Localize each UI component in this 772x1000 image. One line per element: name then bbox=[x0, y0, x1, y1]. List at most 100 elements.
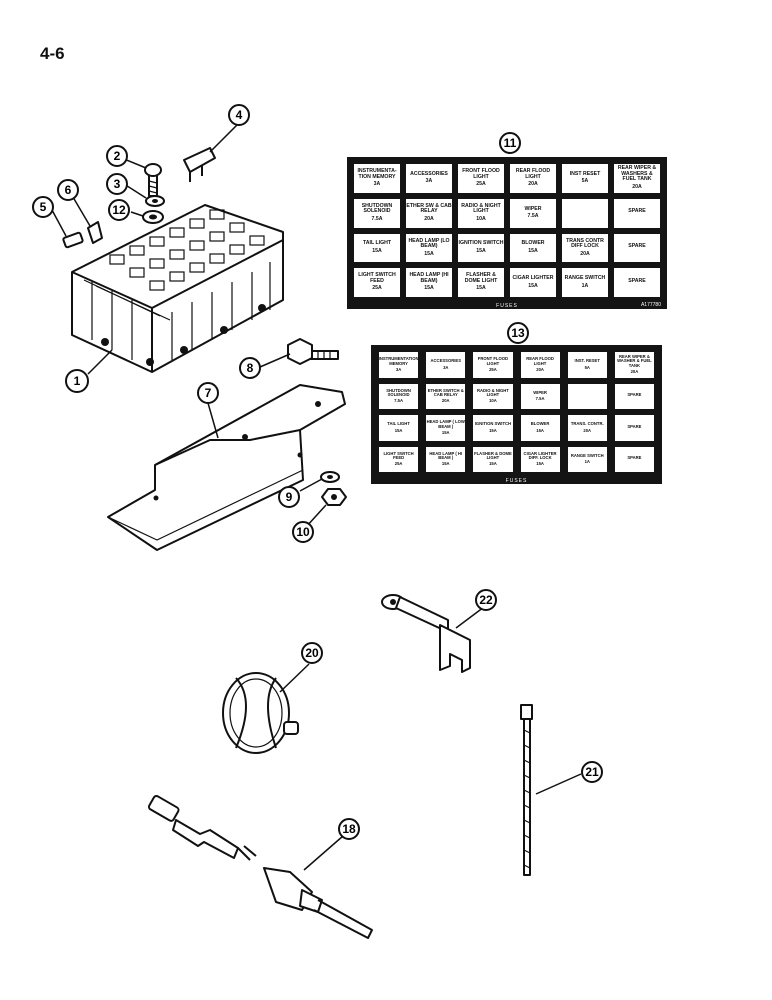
decal13-footer: FUSES bbox=[505, 478, 528, 484]
callout-13: 13 bbox=[507, 322, 529, 344]
cable-tie bbox=[520, 704, 533, 876]
callout-3: 3 bbox=[106, 173, 128, 195]
callout-9: 9 bbox=[278, 486, 300, 508]
svg-text:6: 6 bbox=[65, 183, 72, 197]
decal11-code: A177780 bbox=[640, 302, 661, 308]
svg-text:4: 4 bbox=[236, 108, 243, 122]
callout-18: 18 bbox=[338, 818, 360, 840]
svg-text:5: 5 bbox=[40, 200, 47, 214]
svg-text:7: 7 bbox=[205, 386, 212, 400]
svg-text:11: 11 bbox=[504, 136, 517, 150]
callout-6: 6 bbox=[57, 179, 79, 201]
decal13-cell: SPARE bbox=[614, 446, 654, 472]
screw bbox=[144, 163, 162, 197]
svg-text:13: 13 bbox=[511, 326, 525, 340]
mounting-bracket bbox=[107, 384, 346, 551]
lock-washer bbox=[145, 195, 165, 207]
decal11-cell: SPARE bbox=[614, 233, 660, 263]
decal13-cell: SPARE bbox=[614, 415, 654, 441]
callout-22: 22 bbox=[475, 589, 497, 611]
callout-11: 11 bbox=[499, 132, 521, 154]
page-number: 4-6 bbox=[40, 44, 65, 63]
decal11-cell: SPARE bbox=[614, 268, 660, 297]
callout-4: 4 bbox=[228, 104, 250, 126]
flat-washer bbox=[142, 210, 164, 224]
svg-text:8: 8 bbox=[247, 361, 254, 375]
callout-7: 7 bbox=[197, 382, 219, 404]
decal11-cell: SPARE bbox=[614, 198, 660, 228]
svg-text:18: 18 bbox=[342, 822, 356, 836]
decal11-cell: HEAD LAMP (HI BEAM)15A bbox=[406, 268, 452, 297]
bolt bbox=[287, 338, 339, 365]
cable-clamp bbox=[381, 594, 471, 673]
svg-text:9: 9 bbox=[286, 490, 293, 504]
decal13-cell bbox=[567, 383, 607, 409]
fuse-clip bbox=[87, 221, 103, 244]
callout-5: 5 bbox=[32, 196, 54, 218]
callout-20: 20 bbox=[301, 642, 323, 664]
callout-21: 21 bbox=[581, 761, 603, 783]
hex-nut bbox=[321, 488, 347, 506]
svg-text:21: 21 bbox=[585, 765, 599, 779]
fuse-block bbox=[71, 204, 284, 373]
blade-fuse bbox=[183, 147, 216, 182]
grommet bbox=[222, 672, 299, 754]
callout-8: 8 bbox=[239, 357, 261, 379]
callout-1: 1 bbox=[65, 369, 89, 393]
decal11-cell bbox=[562, 198, 608, 228]
decal11-footer: FUSES bbox=[496, 303, 518, 309]
decal13-cell: HEAD LAMP ( HI BEAM )15A bbox=[426, 446, 466, 472]
callout-2: 2 bbox=[106, 145, 128, 167]
decal13-cell: TRANS. CONTR.20A bbox=[567, 415, 607, 441]
decal13-cell: HEAD LAMP ( LOW BEAM )15A bbox=[426, 415, 466, 441]
temperature-sender bbox=[147, 795, 373, 939]
svg-text:12: 12 bbox=[112, 203, 126, 217]
svg-text:22: 22 bbox=[479, 593, 493, 607]
svg-text:1: 1 bbox=[74, 374, 81, 388]
svg-text:20: 20 bbox=[305, 646, 319, 660]
decal13-cell: SPARE bbox=[614, 383, 654, 409]
svg-text:2: 2 bbox=[114, 149, 121, 163]
svg-text:3: 3 bbox=[114, 177, 121, 191]
svg-text:10: 10 bbox=[296, 525, 310, 539]
callout-10: 10 bbox=[292, 521, 314, 543]
washer bbox=[320, 471, 340, 483]
